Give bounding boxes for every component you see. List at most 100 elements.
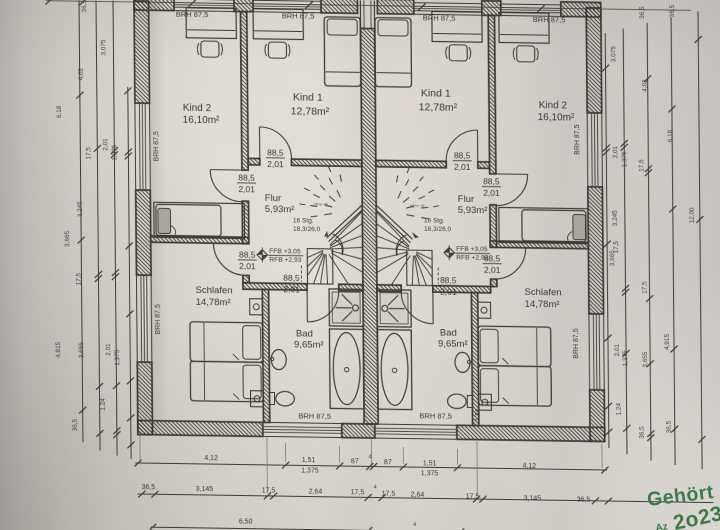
svg-text:4: 4 <box>413 522 416 528</box>
svg-text:BRH 87,5: BRH 87,5 <box>155 304 162 335</box>
svg-text:BRH 87,5: BRH 87,5 <box>533 15 566 24</box>
svg-text:2,01: 2,01 <box>283 284 300 294</box>
svg-text:1,24: 1,24 <box>100 398 107 411</box>
svg-text:36,5: 36,5 <box>81 0 88 13</box>
svg-text:2,01: 2,01 <box>440 287 457 297</box>
svg-text:3,665: 3,665 <box>64 230 71 247</box>
svg-text:3,075: 3,075 <box>100 39 107 56</box>
svg-text:BRH 87,5: BRH 87,5 <box>298 411 331 420</box>
svg-text:2,01: 2,01 <box>484 265 501 275</box>
svg-text:17,5: 17,5 <box>641 281 648 294</box>
svg-text:3,245: 3,245 <box>77 201 84 218</box>
svg-text:18,3/26,0: 18,3/26,0 <box>293 226 321 233</box>
svg-text:BRH 87,5: BRH 87,5 <box>423 13 456 22</box>
svg-text:3,655: 3,655 <box>78 342 85 359</box>
svg-text:BRH 87,5: BRH 87,5 <box>153 131 160 162</box>
svg-text:4,02: 4,02 <box>78 67 85 80</box>
svg-text:RFB +2,93: RFB +2,93 <box>456 254 488 261</box>
svg-text:36,5: 36,5 <box>72 418 79 431</box>
svg-text:RFB +2,93: RFB +2,93 <box>269 256 301 263</box>
svg-text:17,5: 17,5 <box>466 493 480 500</box>
svg-text:BRH 87,5: BRH 87,5 <box>176 10 209 19</box>
svg-text:3,075: 3,075 <box>610 46 617 63</box>
svg-text:FFB +3,05: FFB +3,05 <box>269 248 301 255</box>
svg-text:Schlafen: Schlafen <box>525 287 562 299</box>
svg-text:3,145: 3,145 <box>524 495 542 502</box>
svg-text:17,5: 17,5 <box>85 147 92 160</box>
svg-text:36,5: 36,5 <box>639 426 646 439</box>
svg-text:9,65m²: 9,65m² <box>294 339 324 350</box>
svg-text:9,65m²: 9,65m² <box>438 339 468 350</box>
svg-text:12,00: 12,00 <box>689 207 696 224</box>
svg-text:88,5: 88,5 <box>267 147 284 157</box>
svg-text:2,01: 2,01 <box>454 162 471 172</box>
svg-text:17,5: 17,5 <box>638 159 645 172</box>
svg-text:88,5: 88,5 <box>283 273 300 283</box>
svg-text:4,915: 4,915 <box>55 341 62 358</box>
svg-text:Flur: Flur <box>265 193 281 204</box>
svg-text:4,02: 4,02 <box>642 79 649 92</box>
svg-text:17,5: 17,5 <box>351 489 365 496</box>
svg-text:14,78m²: 14,78m² <box>196 297 231 309</box>
svg-text:1,375: 1,375 <box>421 470 439 477</box>
svg-text:1,24: 1,24 <box>475 408 482 421</box>
svg-text:Bad: Bad <box>296 328 313 339</box>
svg-text:36,5: 36,5 <box>669 4 676 17</box>
svg-text:3,655: 3,655 <box>642 351 649 368</box>
svg-text:17,5: 17,5 <box>613 240 620 253</box>
svg-text:16 Stg.: 16 Stg. <box>424 217 445 224</box>
svg-text:BRH 87,5: BRH 87,5 <box>574 124 581 155</box>
svg-text:1,375: 1,375 <box>621 151 628 168</box>
svg-text:1,375: 1,375 <box>622 350 629 367</box>
svg-text:87: 87 <box>351 458 359 465</box>
svg-text:•۩•ɝ •۩: •۩•ɝ •۩ <box>313 202 328 207</box>
svg-text:16 Stg.: 16 Stg. <box>293 217 314 224</box>
svg-text:3,245: 3,245 <box>612 210 619 227</box>
svg-text:18,3/26,0: 18,3/26,0 <box>424 226 452 233</box>
svg-text:Kind 2: Kind 2 <box>183 103 212 114</box>
svg-text:36,5: 36,5 <box>666 420 673 433</box>
svg-text:88,5: 88,5 <box>440 275 457 285</box>
svg-text:Schlafen: Schlafen <box>196 285 233 297</box>
svg-text:14,78m²: 14,78m² <box>525 299 560 311</box>
svg-text:17,5: 17,5 <box>382 491 396 498</box>
svg-text:2,01: 2,01 <box>105 343 112 356</box>
svg-text:87: 87 <box>384 459 392 466</box>
svg-text:3,665: 3,665 <box>609 250 616 267</box>
svg-text:6,18: 6,18 <box>56 105 63 118</box>
svg-text:Kind 2: Kind 2 <box>539 100 568 111</box>
svg-text:BRH 87,5: BRH 87,5 <box>419 411 452 420</box>
svg-text:36,5: 36,5 <box>577 497 591 504</box>
svg-text:17,5: 17,5 <box>262 487 276 494</box>
svg-text:1,375: 1,375 <box>111 144 118 161</box>
svg-text:Bad: Bad <box>440 328 457 339</box>
svg-text:3,145: 3,145 <box>196 486 214 493</box>
svg-text:12,78m²: 12,78m² <box>291 105 330 118</box>
svg-text:12,78m²: 12,78m² <box>419 101 458 114</box>
svg-text:1,375: 1,375 <box>114 349 121 366</box>
svg-text:4: 4 <box>369 454 372 460</box>
svg-text:4,12: 4,12 <box>204 455 218 462</box>
svg-text:16,10m²: 16,10m² <box>183 115 220 127</box>
svg-text:2,01: 2,01 <box>614 343 621 356</box>
svg-text:Flur: Flur <box>458 194 474 205</box>
svg-text:Az: Az <box>655 521 669 530</box>
svg-text:2,01: 2,01 <box>267 159 284 169</box>
svg-text:2,64: 2,64 <box>309 489 323 496</box>
svg-text:88,5: 88,5 <box>484 253 501 263</box>
svg-text:1,24: 1,24 <box>616 403 623 416</box>
svg-text:2,01: 2,01 <box>238 184 255 194</box>
svg-text:•۩•ɝ •۩: •۩•ɝ •۩ <box>410 203 425 208</box>
svg-text:5,93m²: 5,93m² <box>265 204 295 215</box>
svg-text:2,01: 2,01 <box>612 145 619 158</box>
svg-text:88,5: 88,5 <box>238 173 255 183</box>
svg-text:1,375: 1,375 <box>301 467 319 474</box>
svg-text:5,93m²: 5,93m² <box>458 205 488 216</box>
svg-text:88,5: 88,5 <box>483 176 500 186</box>
svg-text:36,5: 36,5 <box>639 6 646 19</box>
svg-text:4: 4 <box>373 485 376 491</box>
svg-text:6,50: 6,50 <box>239 518 253 525</box>
svg-text:1,51: 1,51 <box>302 457 316 464</box>
svg-text:88,5: 88,5 <box>239 250 256 260</box>
svg-text:1,51: 1,51 <box>423 460 437 467</box>
